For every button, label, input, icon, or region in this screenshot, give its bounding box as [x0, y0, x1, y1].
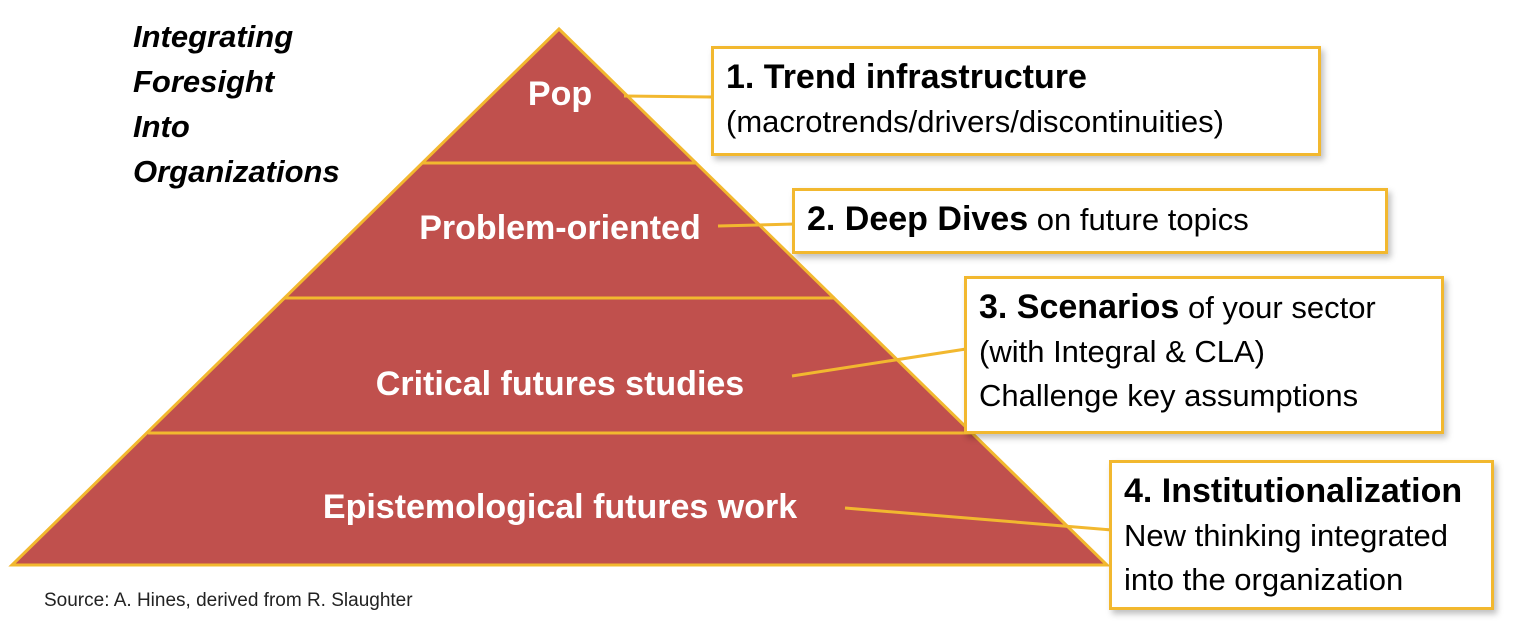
title-line: Integrating — [133, 19, 294, 54]
level-pop-label: Pop — [527, 75, 593, 113]
callout-heading: 4. Institutionalization — [1124, 472, 1463, 510]
callout-heading: 2. Deep Dives — [807, 200, 1029, 238]
level-critical-futures-label: Critical futures studies — [375, 365, 745, 403]
connector-1 — [623, 94, 713, 99]
callout-trend-infrastructure: 1. Trend infrastructure (macrotrends/dri… — [711, 46, 1321, 156]
callout-line: (macrotrends/drivers/discontinuities) — [726, 104, 1224, 139]
callout-line: (with Integral & CLA) — [979, 334, 1265, 369]
callout-line: New thinking integrated — [1124, 518, 1448, 553]
callout-line: Challenge key assumptions — [979, 378, 1359, 413]
title-line: Organizations — [133, 154, 340, 189]
diagram-title: Integrating Foresight Into Organizations — [133, 14, 340, 194]
callout-deep-dives: 2. Deep Dives on future topics — [792, 188, 1388, 254]
callout-scenarios: 3. Scenarios of your sector (with Integr… — [964, 276, 1444, 434]
title-line: Foresight — [133, 64, 275, 99]
level-problem-oriented-label: Problem-oriented — [419, 209, 701, 247]
connector-3 — [791, 347, 967, 378]
level-epistemological-label: Epistemological futures work — [322, 488, 798, 526]
callout-heading: 3. Scenarios — [979, 288, 1180, 326]
callout-institutionalization: 4. Institutionalization New thinking int… — [1109, 460, 1494, 610]
title-line: Into — [133, 109, 190, 144]
callout-heading: 1. Trend infrastructure — [726, 58, 1087, 96]
callout-heading-rest: of your sector — [1179, 290, 1376, 325]
connector-2 — [717, 222, 796, 228]
source-note: Source: A. Hines, derived from R. Slaugh… — [44, 590, 413, 611]
callout-line: into the organization — [1124, 562, 1404, 597]
connector-4 — [844, 506, 1113, 532]
callout-heading-rest: on future topics — [1028, 202, 1249, 237]
